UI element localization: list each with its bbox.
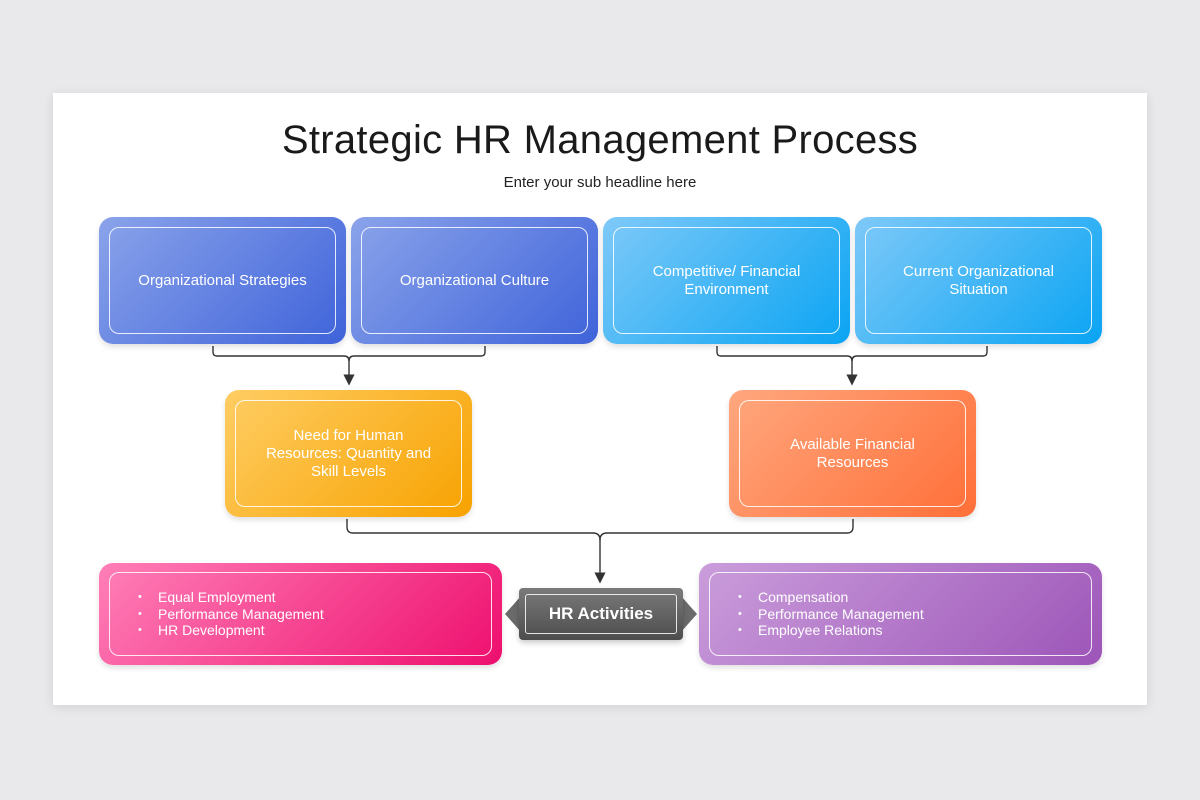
hr-activities-right-list: Compensation Performance Management Empl… bbox=[710, 589, 924, 639]
box-current-organizational-situation: Current Organizational Situation bbox=[855, 217, 1102, 344]
box-available-financial-resources-label: Available Financial Resources bbox=[739, 400, 966, 507]
box-need-for-human-resources-label: Need for Human Resources: Quantity and S… bbox=[235, 400, 462, 507]
box-competitive-financial-environment: Competitive/ Financial Environment bbox=[603, 217, 850, 344]
list-item: Employee Relations bbox=[738, 622, 924, 639]
hr-activities-right-panel: Compensation Performance Management Empl… bbox=[699, 563, 1102, 665]
box-need-for-human-resources: Need for Human Resources: Quantity and S… bbox=[225, 390, 472, 517]
box-organizational-strategies: Organizational Strategies bbox=[99, 217, 346, 344]
list-item: Equal Employment bbox=[138, 589, 324, 606]
box-organizational-strategies-label: Organizational Strategies bbox=[109, 227, 336, 334]
box-organizational-culture-label: Organizational Culture bbox=[361, 227, 588, 334]
arrow-right-icon bbox=[681, 596, 697, 632]
brace-left-top bbox=[212, 346, 355, 386]
hr-activities-left-panel: Equal Employment Performance Management … bbox=[99, 563, 502, 665]
hr-activities-left-list: Equal Employment Performance Management … bbox=[110, 589, 324, 639]
list-item: HR Development bbox=[138, 622, 324, 639]
box-current-organizational-situation-label: Current Organizational Situation bbox=[865, 227, 1092, 334]
hr-activities-badge: HR Activities bbox=[505, 588, 697, 640]
list-item: Performance Management bbox=[138, 606, 324, 623]
page-subtitle: Enter your sub headline here bbox=[503, 174, 697, 191]
brace-bottom bbox=[346, 519, 606, 584]
box-competitive-financial-environment-label: Competitive/ Financial Environment bbox=[613, 227, 840, 334]
box-available-financial-resources: Available Financial Resources bbox=[729, 390, 976, 517]
arrow-left-icon bbox=[505, 596, 521, 632]
hr-activities-label: HR Activities bbox=[525, 594, 677, 634]
page-title: Strategic HR Management Process bbox=[281, 118, 919, 162]
brace-right-top bbox=[716, 346, 858, 386]
list-item: Compensation bbox=[738, 589, 924, 606]
list-item: Performance Management bbox=[738, 606, 924, 623]
box-organizational-culture: Organizational Culture bbox=[351, 217, 598, 344]
